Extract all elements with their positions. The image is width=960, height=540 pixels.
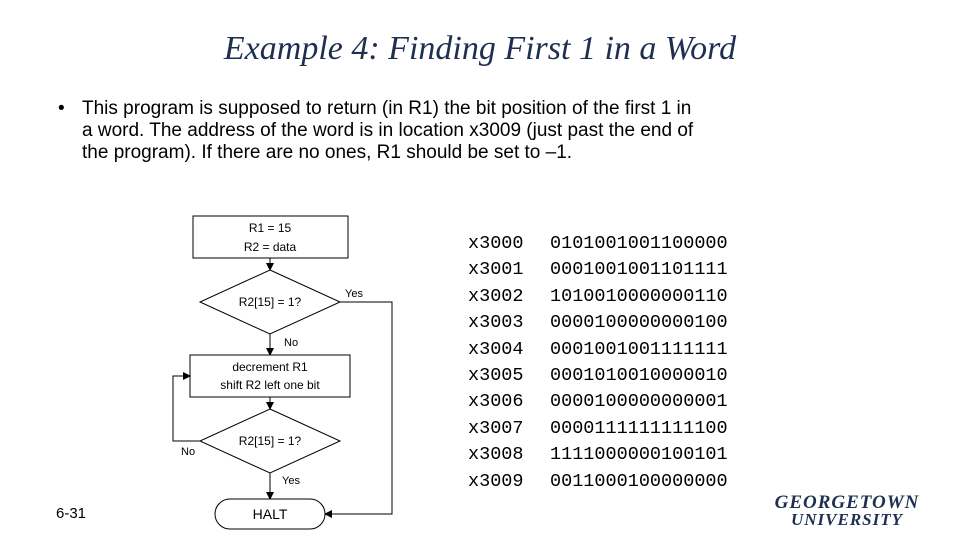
logo-line1: GEORGETOWN bbox=[774, 492, 920, 513]
decision2-yes-label: Yes bbox=[282, 475, 300, 487]
process-box bbox=[189, 354, 351, 398]
memory-row: x3003 0000100000000100 bbox=[468, 310, 728, 336]
slide-number: 6-31 bbox=[56, 505, 87, 522]
memory-row: x3009 0011000100000000 bbox=[468, 469, 728, 495]
memory-address: x3003 bbox=[468, 312, 524, 334]
connector-decision2-no bbox=[172, 372, 200, 442]
halt-terminal bbox=[214, 498, 326, 530]
slide-title: Example 4: Finding First 1 in a Word bbox=[223, 30, 737, 67]
memory-bits: 0001001001111111 bbox=[550, 338, 728, 360]
memory-bits: 0101001001100000 bbox=[550, 233, 728, 254]
connector-decision1-yes bbox=[324, 301, 393, 518]
memory-address: x3005 bbox=[468, 365, 524, 387]
memory-row: x3002 1010010000000110 bbox=[468, 284, 728, 310]
init-line1: R1 = 15 bbox=[249, 221, 292, 235]
logo-line2: UNIVERSITY bbox=[790, 510, 904, 529]
halt-label: HALT bbox=[253, 506, 288, 522]
decision1-yes-label: Yes bbox=[345, 288, 363, 300]
memory-bits: 0011000100000000 bbox=[550, 470, 728, 492]
bullet-item: • This program is supposed to return (in… bbox=[58, 98, 698, 164]
memory-row: x3008 1111000000100101 bbox=[468, 442, 728, 468]
decision2-no-label: No bbox=[181, 446, 195, 458]
memory-address: x3007 bbox=[468, 417, 524, 439]
init-line2: R2 = data bbox=[244, 240, 297, 254]
memory-address: x3006 bbox=[468, 391, 524, 413]
memory-row: x3005 0001010010000010 bbox=[468, 363, 728, 389]
memory-bits: 0001010010000010 bbox=[550, 365, 728, 387]
memory-bits: 1111000000100101 bbox=[550, 444, 728, 466]
memory-address: x3008 bbox=[468, 444, 524, 466]
process-line1: decrement R1 bbox=[232, 360, 308, 374]
memory-bits: 0000100000000100 bbox=[550, 312, 728, 334]
memory-address: x3002 bbox=[468, 285, 524, 307]
memory-row: x3007 0000111111111100 bbox=[468, 416, 728, 442]
memory-address: x3001 bbox=[468, 259, 524, 281]
decision2-label: R2[15] = 1? bbox=[239, 434, 302, 448]
memory-bits: 0000111111111100 bbox=[550, 417, 728, 439]
memory-address: x3009 bbox=[468, 470, 524, 492]
memory-address: x3000 bbox=[468, 233, 524, 254]
memory-row: x3000 0101001001100000 bbox=[468, 231, 728, 257]
bullet-text: This program is supposed to return (in R… bbox=[82, 98, 694, 163]
memory-row: x3006 0000100000000001 bbox=[468, 389, 728, 415]
memory-row: x3004 0001001001111111 bbox=[468, 337, 728, 363]
memory-listing: x3000 0101001001100000 x3001 00010010011011… bbox=[468, 231, 728, 495]
memory-row: x3001 0001001001101111 bbox=[468, 257, 728, 283]
memory-bits: 1010010000000110 bbox=[550, 285, 728, 307]
university-logo: GEORGETOWN UNIVERSITY bbox=[752, 492, 942, 529]
bullet-marker: • bbox=[58, 98, 65, 119]
memory-bits: 0001001001101111 bbox=[550, 259, 728, 281]
decision1-no-label: No bbox=[284, 337, 298, 349]
process-line2: shift R2 left one bit bbox=[220, 378, 320, 392]
decision1-label: R2[15] = 1? bbox=[239, 295, 302, 309]
memory-bits: 0000100000000001 bbox=[550, 391, 728, 413]
memory-address: x3004 bbox=[468, 338, 524, 360]
